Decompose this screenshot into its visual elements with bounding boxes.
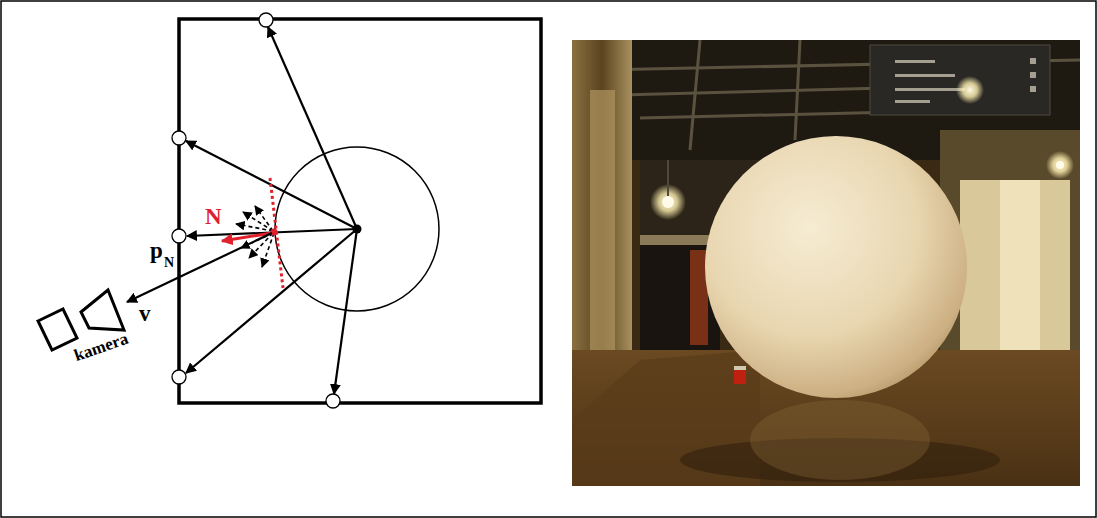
sphere-outline	[275, 147, 439, 311]
ray-arrows	[186, 27, 357, 394]
normal-label: N	[205, 205, 222, 228]
point-label: p	[150, 239, 163, 262]
camera-label: kamera	[72, 330, 130, 364]
view-arrow	[127, 233, 272, 302]
sample-points	[172, 13, 340, 408]
center-point	[353, 225, 362, 234]
sphere-diagram	[38, 13, 541, 408]
surface-point	[271, 229, 278, 236]
point-subscript: N	[164, 256, 174, 270]
view-label: v	[139, 302, 151, 325]
environment-box	[179, 19, 541, 403]
photo	[572, 40, 1080, 486]
